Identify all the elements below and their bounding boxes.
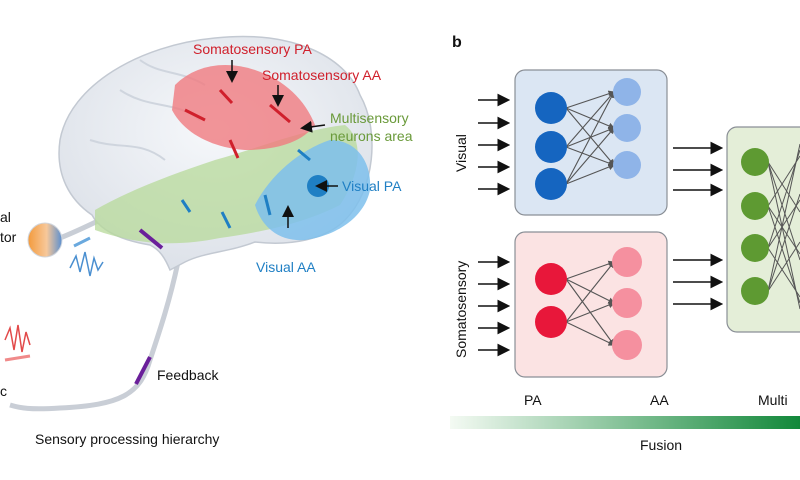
tactile-signal-arrow <box>4 354 31 362</box>
visual-aa-node <box>613 114 641 142</box>
multisensory-connection <box>767 241 800 292</box>
multisensory-connection <box>767 247 800 298</box>
fusion-gradient-bar <box>450 416 800 429</box>
caption-sensory-hierarchy: Sensory processing hierarchy <box>35 431 219 447</box>
feedback-arrow <box>138 228 164 250</box>
multisensory-node <box>741 192 769 220</box>
multisensory-connection <box>767 143 800 292</box>
multisensory-node <box>741 234 769 262</box>
somatosensory-connection <box>565 278 615 304</box>
somatosensory-network-box <box>514 231 668 378</box>
somatosensory-region <box>172 65 315 150</box>
soma-flow-arrow <box>269 103 291 124</box>
label-multisensory-line2: neurons area <box>330 128 413 144</box>
somatosensory-connection <box>565 321 615 346</box>
multisensory-node <box>741 277 769 305</box>
visual-flow-arrow <box>297 148 311 162</box>
panel-letter-b: b <box>452 34 462 51</box>
visual-connection <box>565 107 615 166</box>
multisensory-connection <box>767 193 800 292</box>
visual-pa-node <box>535 92 567 124</box>
bottom-label-aa: AA <box>650 392 669 408</box>
visual-pa-node <box>535 131 567 163</box>
gyrus-line <box>89 139 166 161</box>
label-receptor-line1: al <box>0 209 11 225</box>
label-somatosensory-pa: Somatosensory PA <box>193 41 312 57</box>
multisensory-network-box <box>726 126 800 333</box>
somatosensory-aa-node <box>612 247 642 277</box>
multisensory-connection <box>767 155 800 207</box>
somatosensory-aa-node <box>612 288 642 318</box>
visual-connection <box>565 107 616 129</box>
multisensory-connection <box>767 205 800 304</box>
label-somatosensory-aa: Somatosensory AA <box>262 67 382 83</box>
somatosensory-pa-node <box>535 263 567 295</box>
visual-connection <box>565 163 616 185</box>
label-feedback: Feedback <box>157 367 219 383</box>
region-arrows <box>138 88 311 250</box>
nerve-fibre <box>9 261 181 412</box>
visual-connection <box>565 91 615 148</box>
label-visual-pa: Visual PA <box>342 178 402 194</box>
visual-flow-arrow <box>263 194 272 216</box>
multisensory-connection <box>767 161 800 310</box>
soma-flow-arrow <box>228 139 240 159</box>
pointer-arrow <box>300 120 326 133</box>
visual-aa-node <box>613 151 641 179</box>
label-multisensory-line1: Multisensory <box>330 110 409 126</box>
visual-receptor-icon <box>27 222 63 258</box>
panel-b: b Visual Somatosensory PA AA Multi Fusio… <box>450 34 800 453</box>
feedback-icon-arrow <box>134 356 152 385</box>
row-label-somatosensory: Somatosensory <box>453 261 469 358</box>
visual-flow-arrow <box>220 211 232 229</box>
visual-pa-node <box>535 168 567 200</box>
somatosensory-connection <box>565 301 616 323</box>
bottom-label-pa: PA <box>524 392 542 408</box>
tactile-signal-wave <box>4 324 31 353</box>
visual-aa-node <box>613 78 641 106</box>
multisensory-connection <box>767 161 800 261</box>
panel-a: Somatosensory PA Somatosensory AA Multis… <box>0 35 413 447</box>
somatosensory-aa-node <box>612 330 642 360</box>
somatosensory-connection <box>565 260 616 280</box>
visual-connection <box>565 91 615 185</box>
multisensory-connection <box>767 199 800 249</box>
network-connections <box>565 90 800 346</box>
row-label-visual: Visual <box>453 134 469 172</box>
network-nodes <box>535 78 769 360</box>
label-visual-aa: Visual AA <box>256 259 316 275</box>
visual-connection <box>565 90 616 109</box>
fusion-label: Fusion <box>640 437 682 453</box>
label-tactile-fragment: c <box>0 383 7 399</box>
label-receptor-line2: tor <box>0 229 17 245</box>
multisensory-node <box>741 148 769 176</box>
soma-flow-arrow <box>218 88 234 105</box>
visual-signal-wave <box>69 251 104 277</box>
input-arrows <box>478 93 724 357</box>
multisensory-connection <box>767 161 800 213</box>
somatosensory-pa-node <box>535 306 567 338</box>
soma-flow-arrow <box>184 108 206 122</box>
visual-signal-arrow <box>73 236 91 248</box>
bottom-label-multi: Multi <box>758 392 788 408</box>
somatosensory-connection <box>565 261 615 323</box>
multisensory-connection <box>767 205 800 255</box>
visual-connection <box>565 127 615 185</box>
visual-flow-arrow <box>180 199 192 213</box>
